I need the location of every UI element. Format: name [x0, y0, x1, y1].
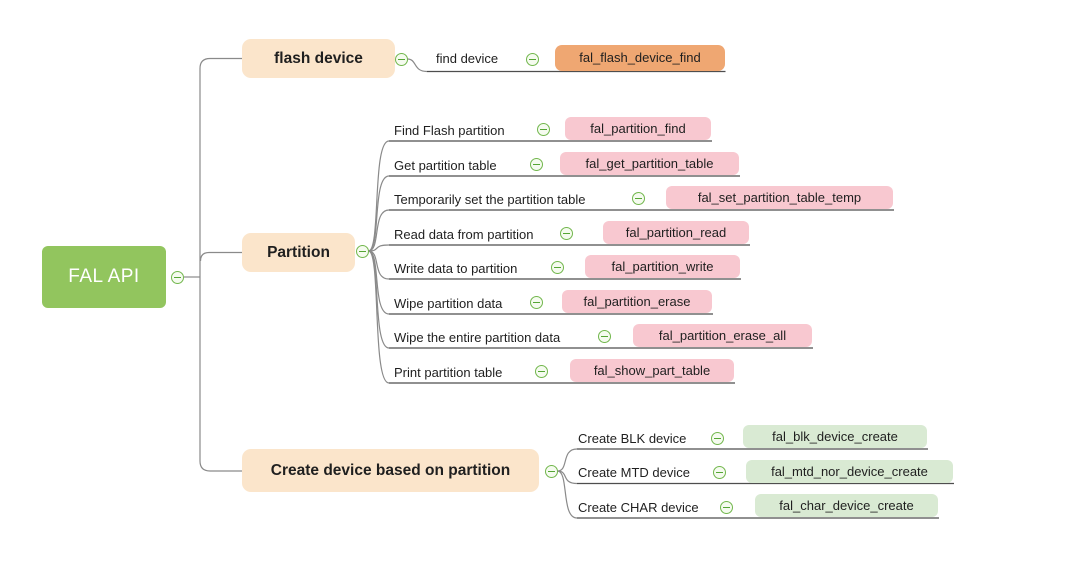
topic-label-create-char-device[interactable]: Create CHAR device — [578, 500, 699, 515]
topic-label-read-data-from-partition[interactable]: Read data from partition — [394, 227, 534, 242]
topic-partition[interactable]: Partition — [242, 233, 355, 272]
collapse-icon[interactable] — [631, 192, 645, 205]
api-node-fal-partition-erase[interactable]: fal_partition_erase — [562, 290, 712, 313]
collapse-icon[interactable] — [559, 227, 573, 240]
topic-label-wipe-partition-data[interactable]: Wipe partition data — [394, 296, 503, 311]
collapse-icon[interactable] — [529, 296, 543, 309]
topic-label-create-mtd-device[interactable]: Create MTD device — [578, 465, 690, 480]
collapse-icon[interactable] — [536, 123, 550, 136]
topic-create-device-based-on-partition[interactable]: Create device based on partition — [242, 449, 539, 492]
branch-lines — [184, 57, 578, 519]
topic-label-create-blk-device[interactable]: Create BLK device — [578, 431, 687, 446]
api-node-fal-flash-device-find[interactable]: fal_flash_device_find — [555, 45, 725, 71]
api-node-fal-get-partition-table[interactable]: fal_get_partition_table — [560, 152, 739, 175]
api-node-fal-partition-find[interactable]: fal_partition_find — [565, 117, 711, 140]
collapse-icon[interactable] — [597, 330, 611, 343]
root-topic-fal-api[interactable]: FAL API — [42, 246, 166, 308]
topic-label-find-flash-partition[interactable]: Find Flash partition — [394, 123, 505, 138]
api-node-fal-set-partition-table-temp[interactable]: fal_set_partition_table_temp — [666, 186, 893, 209]
api-node-fal-char-device-create[interactable]: fal_char_device_create — [755, 494, 938, 517]
api-node-fal-partition-write[interactable]: fal_partition_write — [585, 255, 740, 278]
collapse-icon[interactable] — [550, 261, 564, 274]
topic-label-get-partition-table[interactable]: Get partition table — [394, 158, 497, 173]
collapse-icon[interactable] — [544, 464, 558, 478]
topic-flash-device[interactable]: flash device — [242, 39, 395, 78]
api-node-fal-mtd-nor-device-create[interactable]: fal_mtd_nor_device_create — [746, 459, 953, 483]
topic-label-write-data-to-partition[interactable]: Write data to partition — [394, 261, 518, 276]
api-node-fal-show-part-table[interactable]: fal_show_part_table — [570, 359, 734, 382]
topic-underlines — [389, 70, 954, 519]
api-node-fal-partition-erase-all[interactable]: fal_partition_erase_all — [633, 324, 812, 347]
collapse-icon[interactable] — [719, 500, 733, 514]
collapse-icon[interactable] — [355, 244, 369, 258]
api-node-fal-blk-device-create[interactable]: fal_blk_device_create — [743, 425, 927, 448]
collapse-icon[interactable] — [170, 270, 184, 284]
collapse-icon[interactable] — [534, 365, 548, 378]
collapse-icon[interactable] — [394, 52, 408, 66]
api-node-fal-partition-read[interactable]: fal_partition_read — [603, 221, 749, 244]
topic-label-find-device[interactable]: find device — [436, 51, 499, 66]
collapse-icon[interactable] — [529, 158, 543, 171]
collapse-icon[interactable] — [711, 431, 724, 445]
topic-label-print-partition-table[interactable]: Print partition table — [394, 365, 503, 380]
collapse-icon[interactable] — [526, 52, 539, 66]
collapse-icon[interactable] — [712, 466, 726, 479]
topic-label-wipe-entire-partition-data[interactable]: Wipe the entire partition data — [394, 330, 561, 345]
topic-label-temporarily-set-partition-table[interactable]: Temporarily set the partition table — [394, 192, 586, 207]
